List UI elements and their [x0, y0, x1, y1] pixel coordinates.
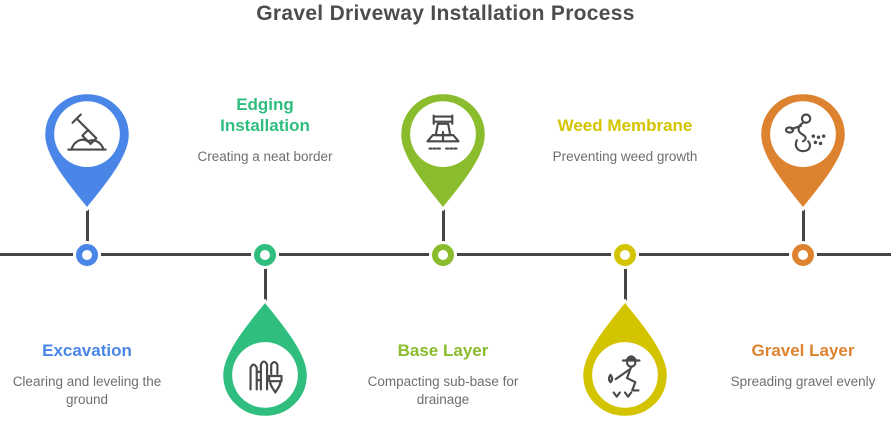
gravel-pour-icon [784, 113, 826, 153]
step-text: Base Layer Compacting sub-base for drain… [348, 340, 538, 409]
page-title: Gravel Driveway Installation Process [256, 2, 635, 25]
step-description: Preventing weed growth [552, 149, 698, 165]
fence-paintbrush-icon [249, 360, 283, 394]
step-description: Clearing and leveling the ground [12, 373, 162, 407]
gardener-weeding-icon [607, 355, 641, 398]
map-pin-marker [758, 91, 848, 212]
step-title: Weed Membrane [557, 116, 693, 136]
plate-compactor-icon [426, 114, 460, 150]
marker-connector [624, 262, 627, 304]
step-text: Edging Installation Creating a neat bord… [175, 86, 355, 166]
marker-connector [264, 262, 267, 304]
step-title: Base Layer [397, 341, 489, 360]
marker-connector [802, 208, 805, 248]
timeline-node [76, 244, 98, 266]
map-pin-marker [42, 91, 132, 212]
map-pin-marker [398, 91, 488, 212]
step-title: Edging Installation [220, 94, 310, 136]
step-text: Gravel Layer Spreading gravel evenly [713, 340, 891, 391]
shovel-icon [67, 113, 107, 151]
step-description: Compacting sub-base for drainage [367, 373, 519, 407]
teardrop-marker [220, 298, 310, 419]
timeline-node [614, 244, 636, 266]
step-description: Spreading gravel evenly [730, 373, 876, 389]
step-title: Gravel Layer [751, 341, 855, 360]
timeline-node [792, 244, 814, 266]
marker-connector [86, 208, 89, 248]
timeline-node [432, 244, 454, 266]
step-text: Excavation Clearing and leveling the gro… [1, 340, 173, 409]
teardrop-marker [580, 298, 670, 419]
step-title: Excavation [42, 341, 132, 360]
step-text: Weed Membrane Preventing weed growth [530, 86, 720, 166]
marker-connector [442, 208, 445, 248]
timeline-node [254, 244, 276, 266]
step-description: Creating a neat border [197, 149, 333, 165]
